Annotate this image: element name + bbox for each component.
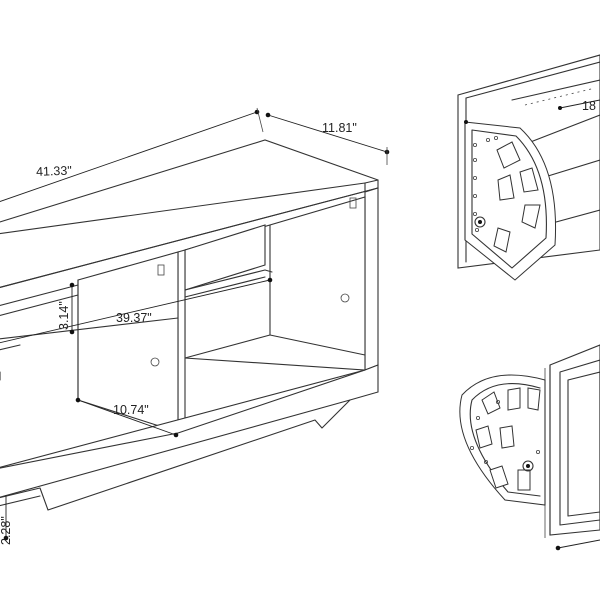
dimension-base-height: 2.28" xyxy=(0,495,13,545)
rack-slot xyxy=(493,227,511,253)
rack-slot xyxy=(521,204,541,229)
rack-slot xyxy=(497,174,515,201)
rack-pivot xyxy=(522,460,534,472)
bench-top xyxy=(0,139,379,288)
rack-flip-mechanism xyxy=(464,121,557,281)
bench-right-side xyxy=(364,187,379,371)
rack-slot xyxy=(499,425,515,449)
rack-pivot xyxy=(474,216,486,228)
dimension-overall-depth: 11.81" xyxy=(265,112,390,165)
rack-slot xyxy=(475,425,493,449)
bench-center-divider xyxy=(177,249,186,434)
dimension-shelf-depth: 10.74" xyxy=(75,397,179,438)
peg xyxy=(349,197,357,209)
cam-hole xyxy=(150,357,160,367)
rack-slot xyxy=(517,469,531,491)
bench-main-view xyxy=(0,139,379,511)
rack-slot xyxy=(481,391,501,415)
dimension-shelf-height: 3.14" xyxy=(57,282,75,335)
cam-hole xyxy=(340,293,350,303)
label-shelf-height: 3.14" xyxy=(57,301,71,330)
rack-slot xyxy=(519,167,539,193)
dimension-overall-width: 41.33" xyxy=(0,107,264,202)
rack-slot xyxy=(489,465,509,489)
label-base-height: 2.28" xyxy=(0,516,13,545)
rack-slot xyxy=(507,387,521,411)
rack-slot xyxy=(527,387,541,411)
shoe-rack-open-view xyxy=(459,344,600,551)
peg xyxy=(157,264,165,276)
label-rack-depth: 18 xyxy=(582,99,596,113)
label-overall-width: 41.33" xyxy=(36,164,72,179)
rack-slot xyxy=(496,141,521,169)
shoe-rack-closed-view: 18 xyxy=(457,54,600,281)
label-shelf-depth: 10.74" xyxy=(113,403,149,417)
label-overall-depth: 11.81" xyxy=(322,121,357,135)
label-shelf-width: 39.37" xyxy=(116,311,152,325)
dimension-shelf-width: 39.37" xyxy=(0,277,273,344)
